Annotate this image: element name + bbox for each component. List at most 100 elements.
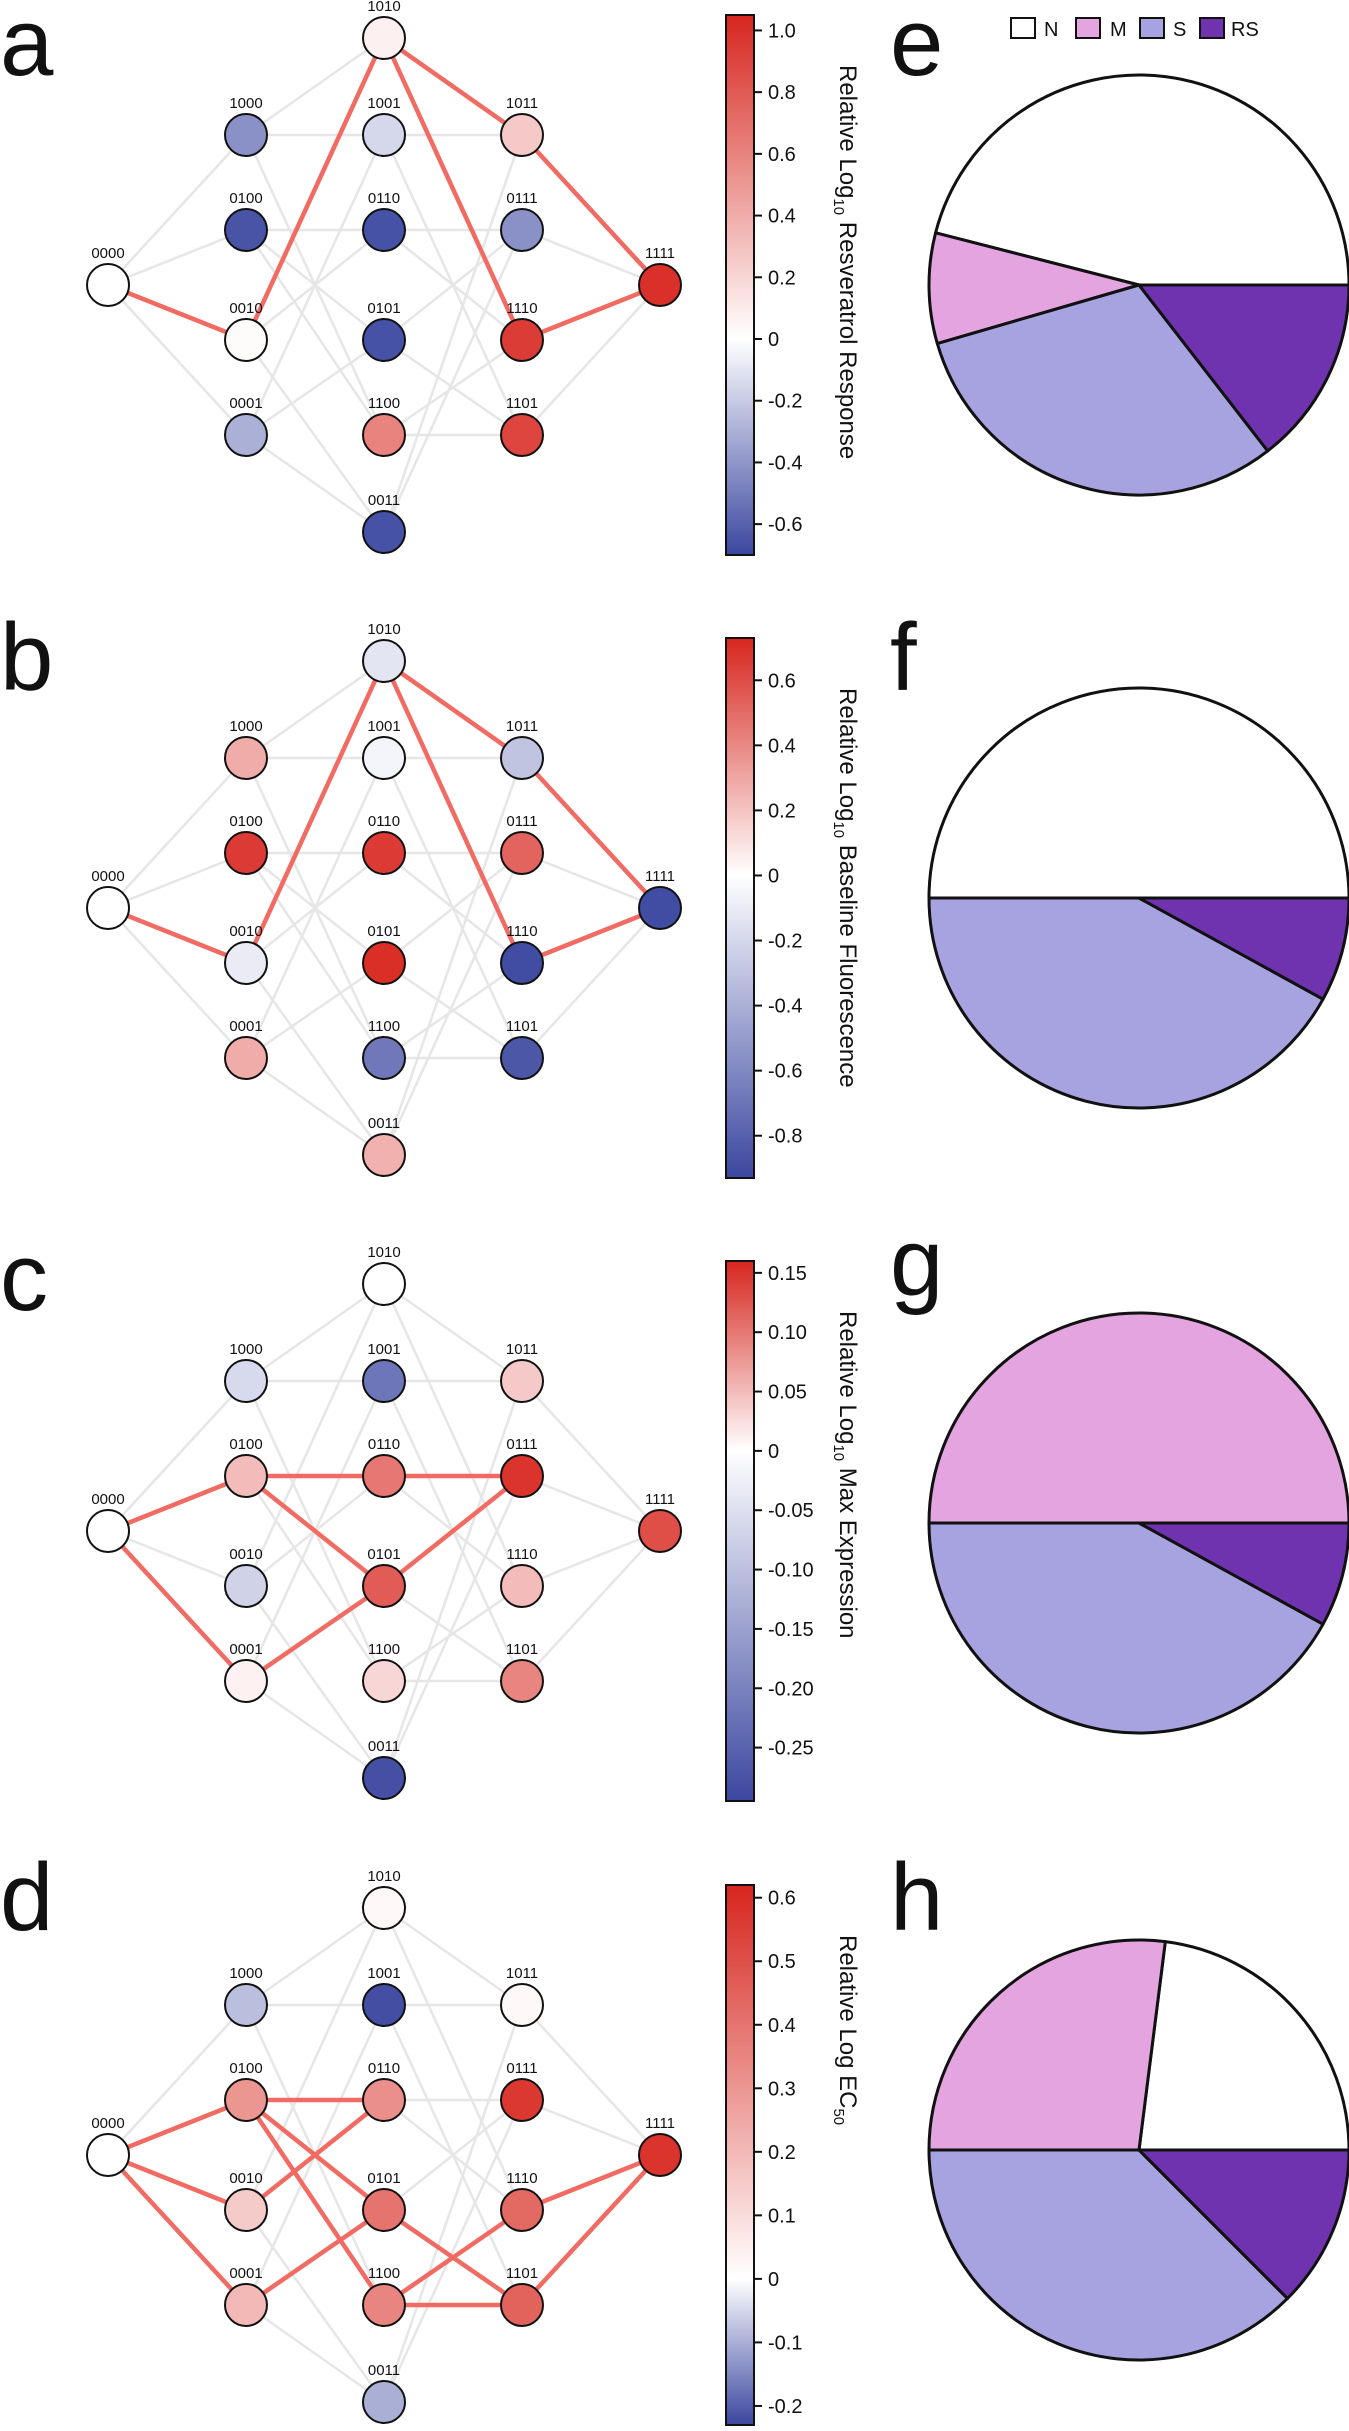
node-0001 — [224, 2283, 268, 2327]
legend-label-rs: RS — [1231, 19, 1259, 41]
edge-1010-0010 — [244, 1907, 386, 2211]
colorbar-tick-label: 0.4 — [768, 2015, 796, 2037]
colorbar-tick-label: 0 — [768, 329, 779, 351]
node-label-1010: 1010 — [367, 621, 400, 638]
path-edge-1010-1110 — [381, 35, 525, 343]
colorbar-tick-label: -0.2 — [768, 391, 802, 413]
node-label-1000: 1000 — [229, 1341, 262, 1358]
edge-0101-0111 — [383, 852, 523, 964]
node-1110 — [500, 1564, 544, 1608]
node-0001 — [224, 1036, 268, 1080]
colorbar-tick-label: 0.2 — [768, 267, 796, 289]
edge-1101-0101 — [383, 1584, 523, 1683]
node-1011 — [500, 113, 544, 157]
node-label-0011: 0011 — [368, 1115, 400, 1132]
node-label-1110: 1110 — [506, 1546, 537, 1563]
node-label-0011: 0011 — [368, 1738, 400, 1755]
edge-1101-1111 — [521, 284, 661, 436]
legend-swatch-rs — [1199, 17, 1225, 39]
colorbar-tick-label: 0.4 — [768, 206, 796, 228]
colorbar-tick-label: -0.2 — [768, 2396, 802, 2418]
edge-0010-0011 — [244, 339, 386, 533]
node-0111 — [500, 208, 544, 252]
colorbar-tick-label: -0.6 — [768, 1061, 802, 1083]
path-edge-1011-1111 — [519, 132, 663, 288]
pie-slice-m — [927, 1311, 1349, 1525]
path-edge-0010-1010 — [243, 658, 387, 966]
node-label-0101: 0101 — [367, 1546, 400, 1563]
node-label-1101: 1101 — [506, 2265, 538, 2282]
node-0000 — [86, 263, 130, 307]
node-0111 — [500, 831, 544, 875]
node-1110 — [500, 941, 544, 985]
node-0110 — [362, 2078, 406, 2122]
node-1010 — [362, 1262, 406, 1306]
colorbar-tick-label: -0.4 — [768, 452, 802, 474]
node-label-0111: 0111 — [506, 813, 537, 830]
colorbar-c: 0.150.100.050-0.05-0.10-0.15-0.20-0.25Re… — [725, 1260, 861, 1802]
node-label-0010: 0010 — [229, 923, 262, 940]
node-1001 — [362, 113, 406, 157]
node-0011 — [362, 1133, 406, 1177]
node-label-1010: 1010 — [367, 0, 400, 15]
colorbar-tick-label: -0.8 — [768, 1126, 802, 1148]
node-0101 — [362, 318, 406, 362]
node-0011 — [362, 510, 406, 554]
node-label-0111: 0111 — [506, 1436, 537, 1453]
colorbar-gradient — [725, 1884, 755, 2426]
node-0000 — [86, 1509, 130, 1553]
legend-label-s: S — [1173, 19, 1186, 41]
node-0010 — [224, 318, 268, 362]
pie-legend: N M S RS — [1010, 17, 1259, 41]
node-1100 — [362, 1036, 406, 1080]
edge-1000-1010 — [245, 36, 385, 137]
node-1011 — [500, 1359, 544, 1403]
node-label-0010: 0010 — [229, 2170, 262, 2187]
path-edge-1110-1111 — [519, 282, 663, 343]
edge-1011-1111 — [521, 1380, 661, 1532]
edge-0000-0100 — [107, 851, 247, 910]
colorbar-tick-label: -0.2 — [768, 931, 802, 953]
edge-1000-0000 — [107, 2004, 247, 2156]
node-1111 — [638, 1509, 682, 1553]
panel-letter-g: g — [890, 1209, 943, 1316]
colorbar-title: Relative Log10 Baseline Fluorescence — [830, 688, 861, 1088]
node-label-0001: 0001 — [229, 2265, 262, 2282]
edge-1000-0000 — [107, 1380, 247, 1532]
colorbar-tick-label: 0.6 — [768, 144, 796, 166]
path-edge-0000-0010 — [105, 2152, 249, 2213]
node-1000 — [224, 1983, 268, 2027]
pie-slice-s — [927, 896, 1325, 1110]
pie-panel-h — [927, 1938, 1349, 2362]
node-label-1000: 1000 — [229, 95, 262, 112]
node-0010 — [224, 941, 268, 985]
legend-swatch-n — [1010, 17, 1036, 39]
path-edge-0000-0001 — [105, 1528, 249, 1684]
node-label-0101: 0101 — [367, 2170, 400, 2187]
colorbar-tick-label: -0.05 — [768, 1500, 814, 1522]
legend-label-m: M — [1110, 19, 1127, 41]
node-0010 — [224, 1564, 268, 1608]
path-edge-1010-1110 — [381, 658, 525, 966]
edge-0010-0110 — [245, 229, 385, 341]
node-label-1011: 1011 — [506, 718, 538, 735]
path-edge-1010-1011 — [381, 658, 525, 761]
highlighted-path — [105, 35, 663, 343]
node-0111 — [500, 1454, 544, 1498]
node-1000 — [224, 1359, 268, 1403]
panel-letter-f: f — [890, 604, 917, 711]
node-label-0110: 0110 — [368, 190, 400, 207]
path-edge-0000-0010 — [105, 905, 249, 966]
edges — [107, 1906, 661, 2404]
node-0101 — [362, 1564, 406, 1608]
node-0010 — [224, 2188, 268, 2232]
node-0110 — [362, 831, 406, 875]
node-label-1010: 1010 — [367, 1868, 400, 1885]
pie-slice-m — [927, 231, 1141, 346]
edge-1000-1010 — [245, 1906, 385, 2007]
node-label-1011: 1011 — [506, 1965, 538, 1982]
colorbar-gradient — [725, 1260, 755, 1802]
